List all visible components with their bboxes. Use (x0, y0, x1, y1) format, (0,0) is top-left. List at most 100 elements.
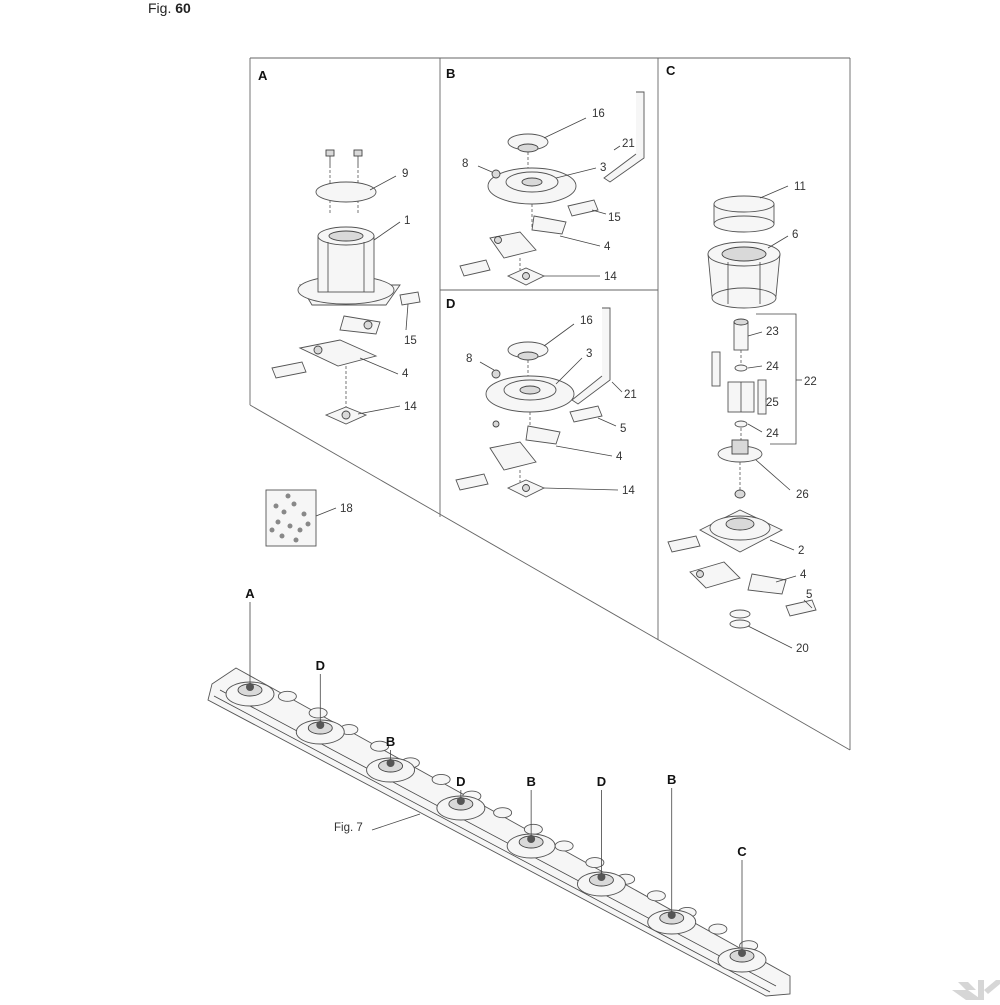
panel-d-lever (571, 307, 611, 405)
panel-d-callout: 14 (622, 485, 635, 497)
panel-b-callout: 21 (622, 138, 635, 150)
panel-a-blade-15 (399, 291, 421, 306)
parts-bag (265, 489, 317, 547)
disc-position-label: A (245, 586, 255, 601)
figure-title: Fig. 60 (148, 0, 191, 16)
sub-figure-label: Fig. 7 (334, 822, 363, 834)
kit-callout: 18 (340, 503, 353, 515)
panel-a-leaders (357, 175, 409, 415)
panel-c-blade (667, 535, 701, 553)
panel-d-blade-5 (569, 405, 603, 423)
cutterbar-hole (646, 890, 666, 902)
panel-d: D (446, 296, 637, 498)
panel-a-housing (297, 226, 401, 306)
panel-c-key (757, 379, 767, 415)
cutterbar-hole (523, 823, 543, 835)
disc-position-label: B (667, 772, 676, 787)
cutterbar-disc: C (717, 844, 767, 973)
panel-d-blade-holder (489, 420, 561, 471)
panel-b-blade-holder (489, 215, 567, 259)
panel-c-ring (713, 195, 775, 233)
cutterbar-body (207, 667, 791, 997)
panel-b-lever (603, 91, 645, 183)
cutterbar-hole (493, 807, 513, 819)
panel-a-blade (271, 361, 307, 379)
panel-c-callout: 11 (794, 181, 806, 193)
panel-c-callout: 22 (804, 376, 817, 388)
disc-position-label: B (386, 734, 395, 749)
panel-c: C (666, 63, 817, 655)
panel-c-letter: C (666, 63, 676, 78)
panel-a-callout: 14 (404, 401, 417, 413)
panel-a-callout: 1 (404, 215, 410, 227)
figure-prefix: Fig. (148, 0, 172, 16)
panel-c-bracket-22 (756, 313, 802, 445)
panel-b-blade (459, 259, 491, 277)
cutterbar-hole (370, 740, 390, 752)
parts-kit: 18 (265, 489, 353, 547)
panel-d-leaders (479, 323, 623, 491)
panel-c-callout: 25 (766, 397, 779, 409)
panel-a-gasket (315, 181, 377, 203)
panel-c-callout: 2 (798, 545, 804, 557)
panel-c-callout: 24 (766, 428, 779, 440)
cutterbar-hole (554, 840, 574, 852)
cutterbar-disc: A (225, 586, 275, 707)
panel-c-blade-holder (689, 561, 787, 595)
panel-d-callout: 3 (586, 348, 592, 360)
panel-c-washer (734, 364, 748, 372)
figure-number: 60 (175, 0, 191, 16)
cutterbar: A D B D B D B C Fig. 7 (207, 586, 791, 997)
disc-position-label: D (597, 774, 606, 789)
disc-position-label: D (456, 774, 465, 789)
panel-a-blade-holder (298, 315, 381, 367)
panel-b-disc (487, 167, 577, 205)
panel-c-disc (699, 509, 784, 553)
disc-position-label: D (316, 658, 325, 673)
panel-c-pinion (717, 439, 763, 463)
kramp-k-logo-icon (952, 980, 1000, 1000)
panel-b-callout: 15 (608, 212, 621, 224)
panel-c-shaft (733, 318, 749, 351)
panel-a-callout: 9 (402, 168, 408, 180)
panel-b-letter: B (446, 66, 455, 81)
panel-frames (249, 57, 851, 751)
panel-b-leaders (477, 117, 621, 277)
panel-a-callout: 15 (404, 335, 417, 347)
panel-d-callout: 8 (466, 353, 472, 365)
panel-b-callout: 14 (604, 271, 617, 283)
cutterbar-disc: D (576, 774, 626, 897)
cutterbar-discs: A D B D B D B C (225, 586, 767, 973)
panel-c-callout: 20 (796, 643, 809, 655)
panel-c-nut (734, 489, 746, 499)
panel-c-callout: 24 (766, 361, 779, 373)
cutterbar-hole (431, 773, 451, 785)
cutterbar-disc: B (647, 772, 697, 935)
panel-a-letter: A (258, 68, 268, 83)
panel-b-callout: 4 (604, 241, 611, 253)
panel-c-leaders (747, 185, 813, 649)
panel-a: A (258, 68, 421, 425)
cutterbar-disc: B (506, 774, 556, 859)
panel-d-callout: 16 (580, 315, 593, 327)
panel-b: B (446, 66, 645, 286)
cutterbar-hole (277, 690, 297, 702)
panel-d-blade (455, 473, 489, 491)
panel-c-callout: 26 (796, 489, 809, 501)
cutterbar-disc: B (366, 734, 416, 783)
panel-c-callout: 6 (792, 229, 798, 241)
panel-c-callout: 5 (806, 589, 812, 601)
disc-position-label: C (737, 844, 747, 859)
panel-b-callout: 16 (592, 108, 605, 120)
cutterbar-hole (308, 707, 328, 719)
panel-c-callout: 23 (766, 326, 779, 338)
panel-d-disc (485, 369, 575, 413)
cutterbar-hole (708, 923, 728, 935)
panel-c-housing (707, 241, 781, 309)
disc-position-label: B (526, 774, 535, 789)
panel-c-key (711, 351, 721, 387)
panel-d-callout: 5 (620, 423, 626, 435)
panel-b-callout: 3 (600, 162, 606, 174)
